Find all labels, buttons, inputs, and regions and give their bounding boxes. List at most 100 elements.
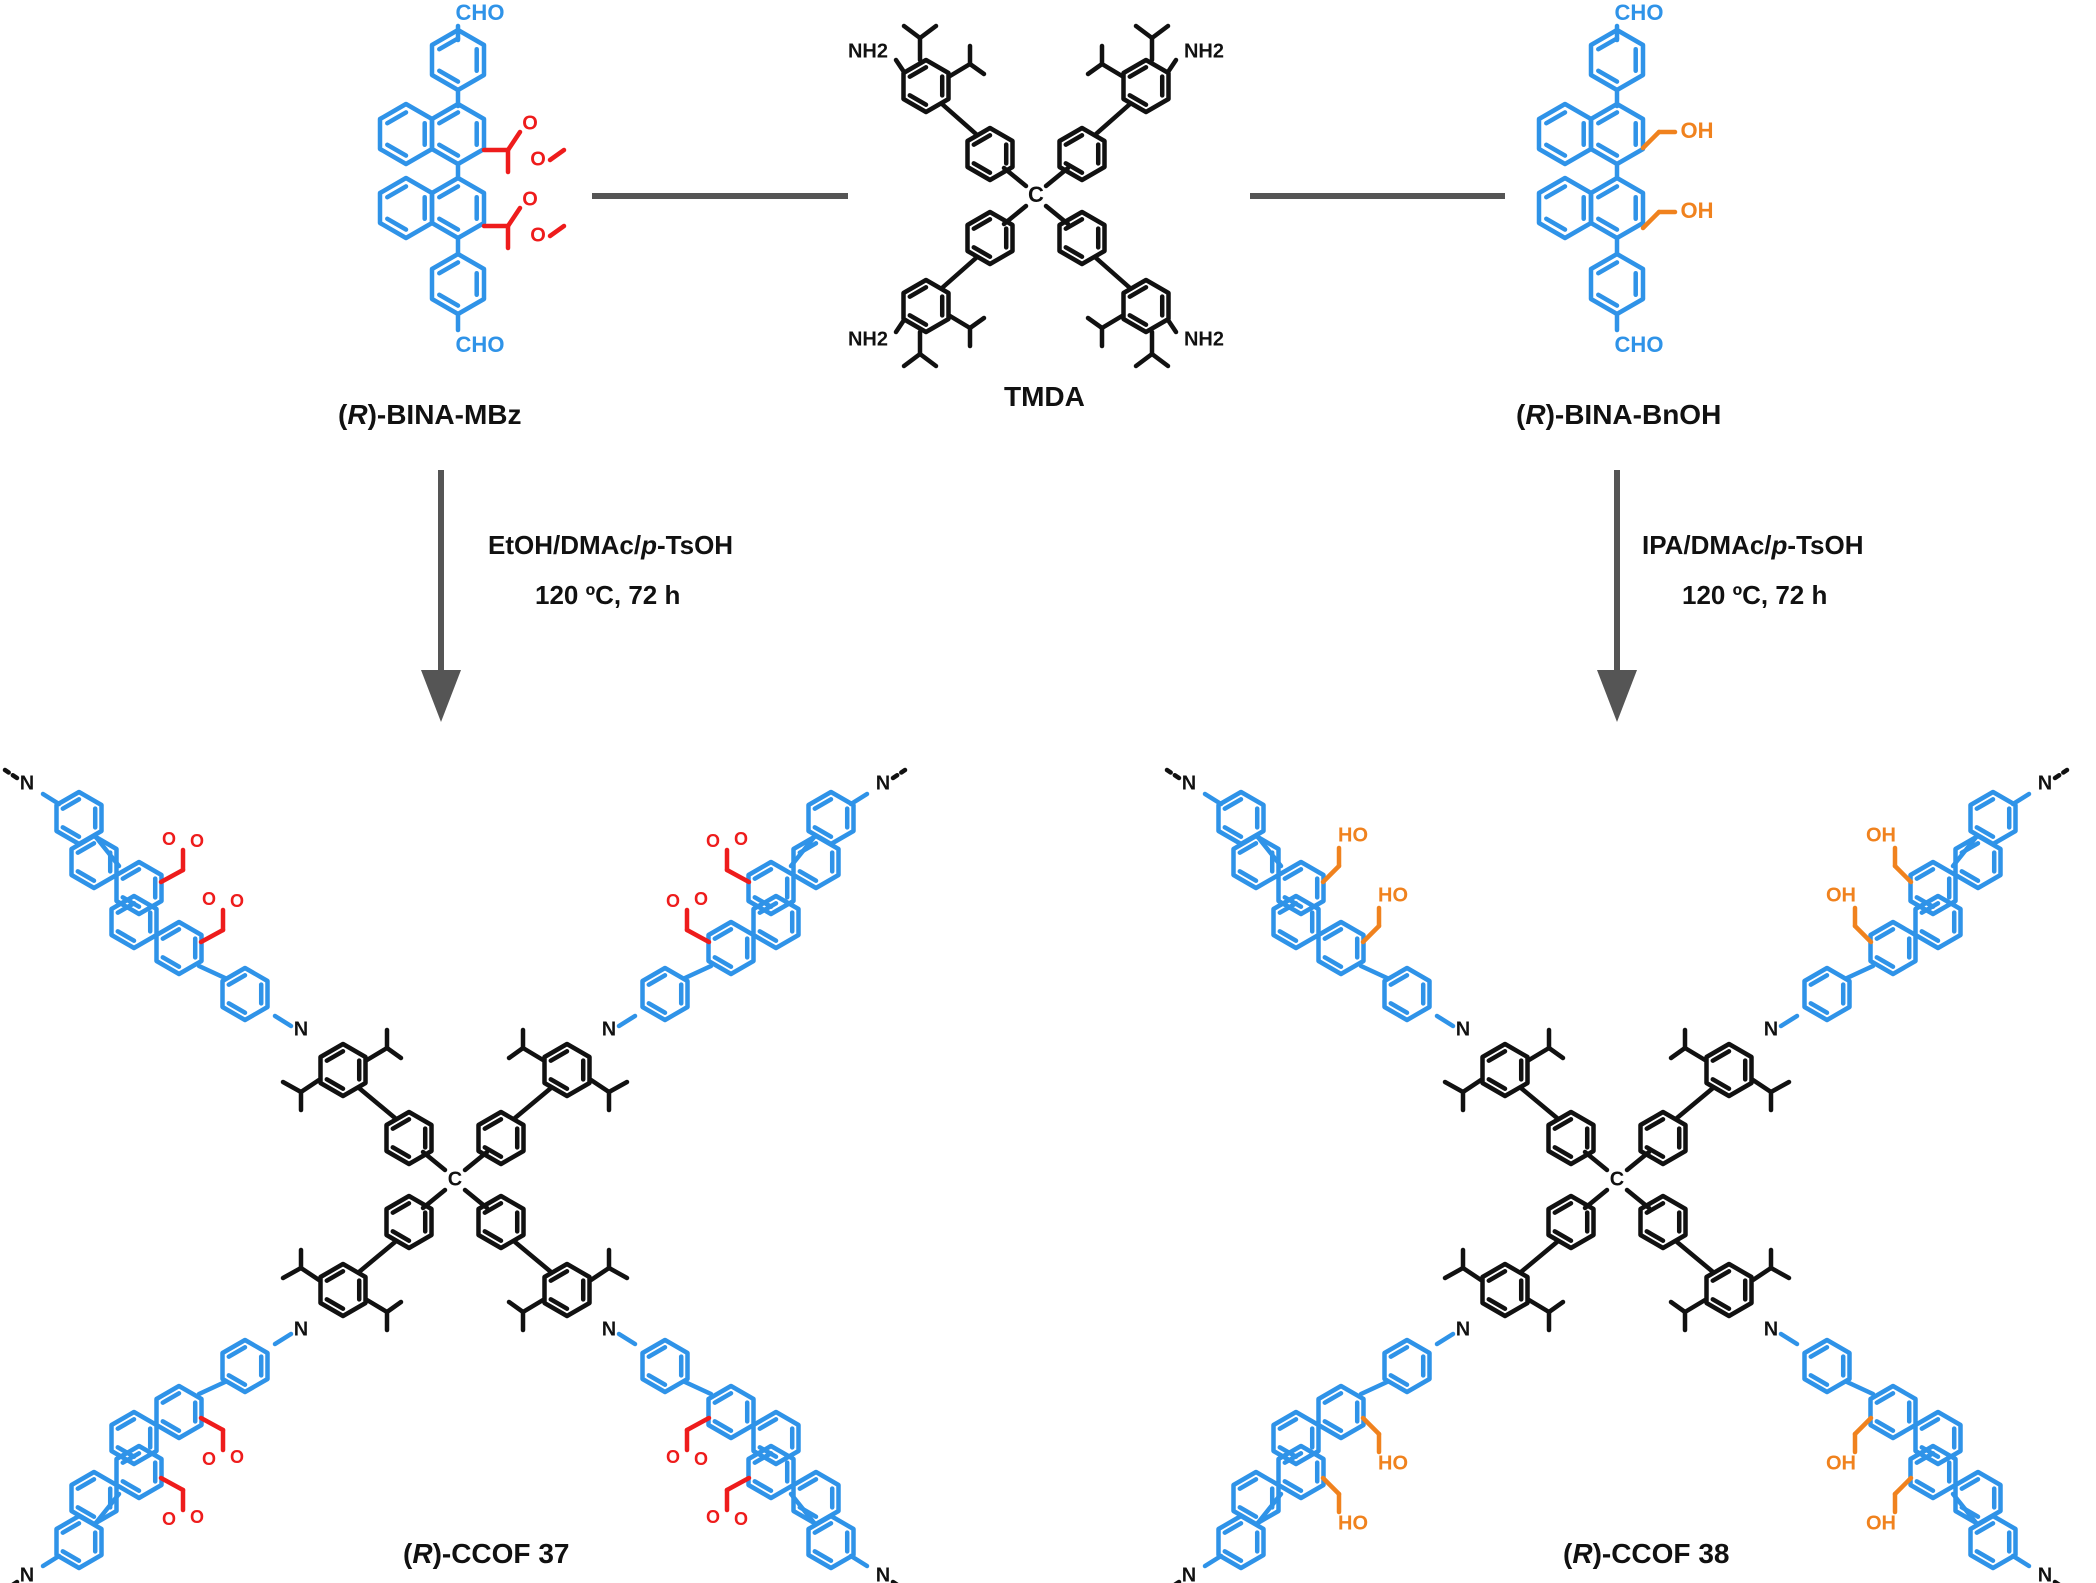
double-bond bbox=[390, 1201, 412, 1215]
aryl-bond bbox=[196, 963, 228, 981]
ester-bond bbox=[724, 867, 752, 885]
double-bond bbox=[482, 1117, 504, 1131]
oxygen-label: O bbox=[694, 1449, 708, 1469]
reaction-arrow-left bbox=[421, 470, 461, 722]
double-bond bbox=[1644, 1201, 1666, 1215]
imine-nitrogen: N bbox=[1182, 1564, 1196, 1583]
double-bond bbox=[226, 1373, 248, 1387]
oxygen-label: O bbox=[706, 1507, 720, 1527]
double-bond bbox=[75, 869, 97, 883]
hydroxymethyl-bond bbox=[1360, 923, 1382, 945]
naphthalene-ring bbox=[1868, 919, 1918, 977]
isopropyl-bond bbox=[1085, 315, 1105, 331]
ester-bond bbox=[684, 1415, 712, 1433]
aryl-ring bbox=[1480, 1261, 1530, 1319]
imine-nitrogen: N bbox=[876, 772, 890, 794]
double-bond bbox=[437, 292, 461, 308]
double-bond bbox=[482, 1145, 504, 1159]
isopropyl-bond bbox=[280, 1265, 304, 1281]
continuation-bond bbox=[2, 767, 20, 781]
double-bond bbox=[1322, 1419, 1344, 1433]
naphthalene-ring bbox=[377, 101, 435, 167]
aryl-bond bbox=[196, 1379, 228, 1397]
aryl-bond bbox=[356, 1239, 398, 1275]
double-bond bbox=[712, 927, 734, 941]
isopropyl-bond bbox=[280, 1079, 304, 1095]
imine-bond bbox=[1778, 1013, 1800, 1029]
aryl-bond bbox=[788, 833, 818, 869]
double-bond bbox=[757, 1417, 779, 1431]
isopropyl-bond bbox=[384, 1299, 404, 1315]
double-bond bbox=[1237, 1477, 1259, 1491]
ester-upper bbox=[547, 147, 567, 163]
double-bond bbox=[548, 1297, 570, 1311]
aryl-bond bbox=[92, 1491, 122, 1527]
naphthalene-ring bbox=[1913, 1409, 1963, 1467]
double-bond bbox=[437, 68, 461, 84]
phenyl-ring bbox=[476, 1109, 526, 1167]
double-bond bbox=[1552, 1117, 1574, 1131]
double-bond bbox=[1544, 110, 1568, 126]
isopropyl-bond bbox=[520, 1297, 546, 1315]
double-bond bbox=[437, 260, 461, 276]
double-bond bbox=[437, 184, 461, 200]
isopropyl-bond bbox=[606, 1265, 630, 1281]
hydroxymethyl-bond bbox=[1892, 1475, 1914, 1497]
isopropyl-bond bbox=[967, 61, 987, 77]
double-bond bbox=[1486, 1297, 1508, 1311]
double-bond bbox=[60, 1521, 82, 1535]
central-carbon: C bbox=[1028, 182, 1044, 207]
naphthalene-ring bbox=[1913, 893, 1963, 951]
double-bond bbox=[1644, 1229, 1666, 1243]
double-bond bbox=[752, 895, 774, 909]
double-bond bbox=[757, 929, 779, 943]
double-bond bbox=[482, 1229, 504, 1243]
imine-nitrogen: N bbox=[2038, 1564, 2052, 1583]
double-bond bbox=[1282, 1479, 1304, 1493]
imine-nitrogen: N bbox=[294, 1018, 308, 1040]
oxygen-label: O bbox=[230, 1447, 244, 1467]
double-bond bbox=[1388, 1001, 1410, 1015]
double-bond bbox=[1596, 184, 1620, 200]
hydroxyl-label: HO bbox=[1378, 884, 1408, 906]
double-bond bbox=[1596, 142, 1620, 158]
label-ccof37: (R)-CCOF 37 bbox=[403, 1538, 569, 1569]
double-bond bbox=[1919, 929, 1941, 943]
isopropyl-bond bbox=[917, 23, 939, 41]
isopropyl-bond bbox=[364, 1297, 390, 1315]
double-bond bbox=[1237, 1505, 1259, 1519]
double-bond bbox=[1919, 1417, 1941, 1431]
naphthalene-ring bbox=[1908, 859, 1958, 917]
double-bond bbox=[971, 217, 993, 231]
double-bond bbox=[971, 161, 993, 175]
isopropyl-bond bbox=[506, 1045, 526, 1061]
continuation-bond bbox=[2052, 767, 2070, 781]
isopropyl-bond bbox=[917, 351, 939, 369]
phenyl-ring bbox=[640, 1337, 690, 1395]
double-bond bbox=[1596, 110, 1620, 126]
phenyl-ring bbox=[1968, 789, 2018, 847]
conditions-right-solvent: IPA/DMAc/p-TsOH bbox=[1642, 530, 1864, 560]
double-bond bbox=[1388, 1345, 1410, 1359]
ester-lower bbox=[505, 205, 523, 229]
double-bond bbox=[1282, 895, 1304, 909]
isopropyl-bond bbox=[588, 1265, 612, 1283]
double-bond bbox=[1277, 929, 1299, 943]
isopropyl-bond bbox=[1133, 23, 1155, 41]
double-bond bbox=[1808, 1345, 1830, 1359]
double-bond bbox=[1644, 1145, 1666, 1159]
double-bond bbox=[324, 1077, 346, 1091]
label-tmda: TMDA bbox=[1004, 381, 1085, 412]
isopropyl-bond bbox=[967, 315, 987, 331]
double-bond bbox=[907, 313, 929, 327]
imine-nitrogen: N bbox=[1456, 1018, 1470, 1040]
double-bond bbox=[646, 1373, 668, 1387]
isopropyl-bond bbox=[364, 1045, 390, 1063]
aryl-ring bbox=[318, 1041, 368, 1099]
hydroxyl-label: HO bbox=[1338, 824, 1368, 846]
aryl-bond bbox=[1093, 101, 1133, 137]
isopropyl-bond bbox=[1149, 351, 1171, 369]
imine-nitrogen: N bbox=[2038, 772, 2052, 794]
